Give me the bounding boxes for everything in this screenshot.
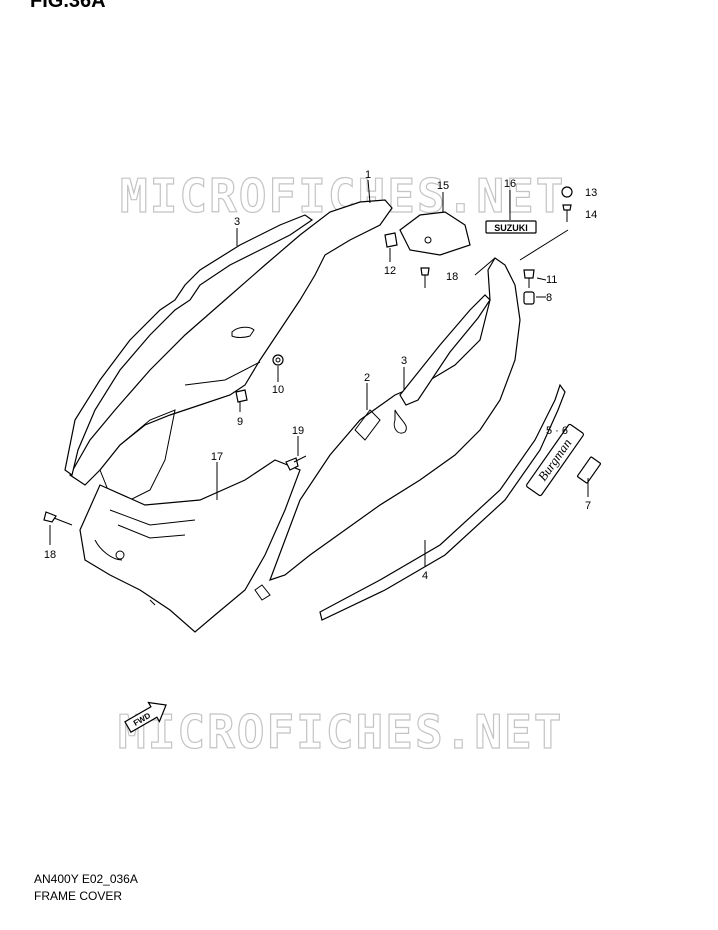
figure-title: FIG.36A xyxy=(30,0,106,12)
part-label-3-right: 3 xyxy=(401,355,407,367)
screw-18-upper xyxy=(420,267,430,288)
watermark-bottom: MICROFICHES.NET xyxy=(118,705,563,759)
part-label-11: 11 xyxy=(546,274,557,286)
clip-12 xyxy=(384,232,398,248)
part-label-18-lower: 18 xyxy=(44,549,56,561)
clip-9 xyxy=(235,389,248,403)
part-label-19: 19 xyxy=(292,425,304,437)
part-label-15: 15 xyxy=(437,180,449,192)
part-label-8: 8 xyxy=(546,292,552,304)
part-label-14: 14 xyxy=(585,209,597,221)
screw-18-lower xyxy=(43,511,73,526)
bolt-11 xyxy=(523,269,535,288)
part-label-4: 4 xyxy=(422,570,428,582)
leader-lines xyxy=(49,179,589,567)
part-label-17: 17 xyxy=(211,451,223,463)
diagram-code: AN400Y E02_036A xyxy=(34,872,138,886)
part-label-18-upper: 18 xyxy=(446,271,458,283)
suzuki-emblem-text: SUZUKI xyxy=(494,223,528,233)
part-label-7: 7 xyxy=(585,500,591,512)
nut-8 xyxy=(523,291,535,305)
screw-19 xyxy=(285,455,307,471)
part-label-16: 16 xyxy=(504,178,516,190)
part-label-5-6: 5 · 6 xyxy=(546,425,568,437)
screw-14 xyxy=(562,204,572,222)
model-badge xyxy=(576,456,602,484)
rear-cover-plate xyxy=(399,211,471,256)
part-label-3-left: 3 xyxy=(234,216,240,228)
trim-strip-left xyxy=(64,214,314,477)
diagram-name: FRAME COVER xyxy=(34,889,123,903)
part-label-10: 10 xyxy=(272,384,284,396)
frame-cover-left-part xyxy=(69,199,393,633)
frame-cover-right-part xyxy=(254,257,521,601)
part-label-2: 2 xyxy=(364,372,370,384)
grommet-13 xyxy=(561,186,573,198)
part-label-12: 12 xyxy=(384,265,396,277)
part-label-9: 9 xyxy=(237,416,243,428)
washer-10 xyxy=(272,354,284,366)
part-label-1: 1 xyxy=(365,169,371,181)
suzuki-emblem: SUZUKI xyxy=(485,220,537,234)
long-side-strip xyxy=(319,383,566,621)
part-label-13: 13 xyxy=(585,187,597,199)
trim-strip-right xyxy=(399,294,491,406)
